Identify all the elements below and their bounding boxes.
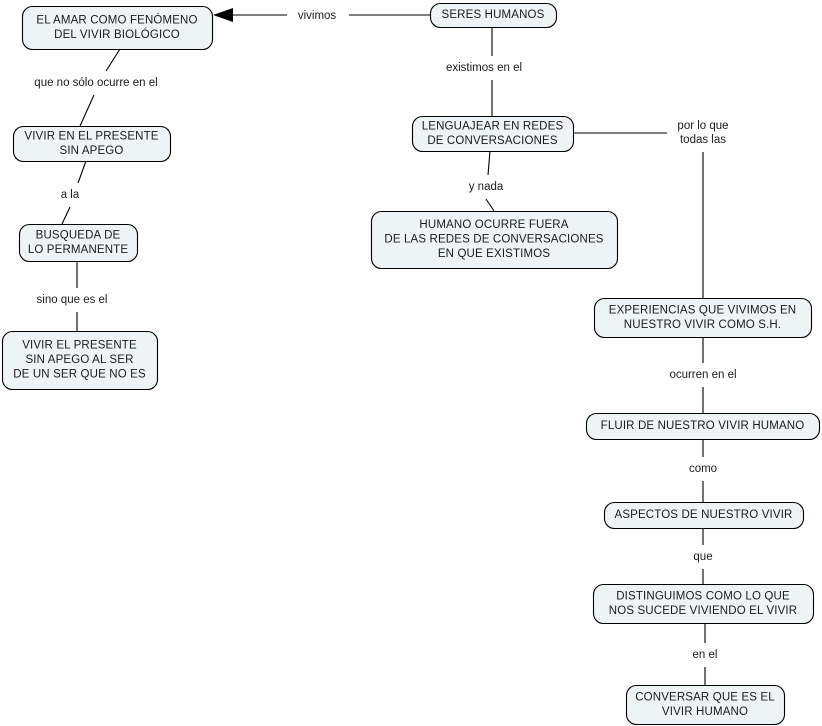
node-label: BUSQUEDA DE: [36, 229, 121, 241]
link-label: sino que es el: [37, 294, 108, 306]
link-link_vivimos: vivimos: [213, 8, 430, 22]
node-box[interactable]: [625, 684, 786, 726]
node-label: EL AMAR COMO FENÓMENO: [36, 13, 197, 26]
link-label: a la: [61, 189, 80, 201]
node-label: EXPERIENCIAS QUE VIVIMOS EN: [609, 304, 796, 316]
node-vivir_el_presente[interactable]: VIVIR EL PRESENTE SIN APEGO AL SER DE UN S…: [1, 330, 159, 391]
node-box[interactable]: [1, 330, 159, 391]
node-label: LENGUAJEAR EN REDES: [422, 120, 564, 132]
node-box[interactable]: [592, 583, 815, 625]
links-layer: vivimos que no sólo ocurre en el existimos…: [34, 8, 737, 685]
link-link_en_el: en el: [693, 623, 718, 685]
node-label: SIN APEGO AL SER: [25, 354, 133, 366]
node-box[interactable]: [429, 2, 558, 29]
link-link_que: que: [693, 528, 713, 584]
node-box[interactable]: [585, 412, 821, 441]
node-label: DISTINGUIMOS COMO LO QUE: [616, 590, 790, 602]
link-label: que no sólo ocurre en el: [34, 77, 157, 89]
node-aspectos[interactable]: ASPECTOS DE NUESTRO VIVIR: [603, 501, 805, 530]
node-box[interactable]: [603, 501, 805, 530]
link-label: como: [689, 463, 717, 475]
arrowhead-icon: [213, 8, 233, 22]
node-fluir[interactable]: FLUIR DE NUESTRO VIVIR HUMANO: [585, 412, 821, 441]
link-link_por_lo_que: por lo que todas las: [573, 120, 729, 298]
node-box[interactable]: [411, 115, 575, 153]
link-label: que: [693, 551, 712, 563]
link-link_sino_que_es_el: sino que es el: [37, 261, 108, 331]
link-label: en el: [693, 649, 718, 661]
node-label: ASPECTOS DE NUESTRO VIVIR: [615, 509, 793, 521]
node-conversar[interactable]: CONVERSAR QUE ES EL VIVIR HUMANO: [625, 684, 786, 726]
link-label: ocurren en el: [669, 369, 736, 381]
link-label: y nada: [469, 181, 504, 193]
node-box[interactable]: [18, 223, 139, 263]
link-segment: [77, 160, 87, 184]
link-link_y_nada: y nada: [469, 150, 504, 212]
link-link_como: como: [689, 439, 717, 502]
node-lenguajear[interactable]: LENGUAJEAR EN REDES DE CONVERSACIONES: [411, 115, 575, 153]
node-label: DE CONVERSACIONES: [427, 135, 558, 147]
node-label: HUMANO OCURRE FUERA: [419, 219, 568, 231]
node-label: LO PERMANENTE: [28, 244, 129, 256]
node-amar[interactable]: EL AMAR COMO FENÓMENO DEL VIVIR BIOLÓGICO: [21, 5, 214, 51]
node-label: VIVIR EN EL PRESENTE: [24, 130, 158, 142]
link-link_a_la: a la: [61, 160, 87, 225]
node-seres_humanos[interactable]: SERES HUMANOS: [429, 2, 558, 29]
node-vivir_presente_sin_apego[interactable]: VIVIR EN EL PRESENTE SIN APEGO: [12, 125, 172, 163]
node-box[interactable]: [12, 125, 172, 163]
node-experiencias[interactable]: EXPERIENCIAS QUE VIVIMOS EN NUESTRO VIVIR…: [593, 297, 813, 339]
node-label: VIVIR HUMANO: [662, 706, 748, 718]
node-label: CONVERSAR QUE ES EL: [635, 691, 775, 703]
link-link_existimos: existimos en el: [446, 27, 522, 116]
link-segment: [61, 206, 71, 225]
link-label: existimos en el: [446, 62, 522, 74]
node-label: SERES HUMANOS: [442, 9, 545, 21]
node-label: EN QUE EXISTIMOS: [438, 248, 550, 260]
node-humano_ocurre_fuera[interactable]: HUMANO OCURRE FUERA DE LAS REDES DE CONVE…: [370, 210, 619, 270]
node-busqueda[interactable]: BUSQUEDA DE LO PERMANENTE: [18, 223, 139, 263]
node-distinguimos[interactable]: DISTINGUIMOS COMO LO QUE NOS SUCEDE VIVIE…: [592, 583, 815, 625]
node-label: DEL VIVIR BIOLÓGICO: [54, 28, 180, 41]
link-segment: [487, 150, 491, 176]
node-label: VIVIR EL PRESENTE: [22, 340, 137, 352]
link-link_ocurren_en_el: ocurren en el: [669, 337, 737, 413]
node-label: DE UN SER QUE NO ES: [13, 369, 146, 381]
link-segment: [105, 48, 121, 72]
node-box[interactable]: [593, 297, 813, 339]
node-box[interactable]: [21, 5, 214, 51]
node-box[interactable]: [370, 210, 619, 270]
link-link_que_no_solo: que no sólo ocurre en el: [34, 48, 158, 127]
link-label: por lo que: [677, 120, 728, 132]
node-label: SIN APEGO: [60, 145, 124, 157]
node-label: NUESTRO VIVIR COMO S.H.: [624, 319, 781, 331]
node-label: NOS SUCEDE VIVIENDO EL VIVIR: [609, 605, 797, 617]
node-label: DE LAS REDES DE CONVERSACIONES: [384, 234, 603, 246]
link-label: vivimos: [298, 10, 337, 22]
link-segment: [485, 198, 495, 212]
link-label: todas las: [680, 134, 726, 146]
link-segment: [79, 94, 95, 127]
node-label: FLUIR DE NUESTRO VIVIR HUMANO: [601, 420, 805, 432]
